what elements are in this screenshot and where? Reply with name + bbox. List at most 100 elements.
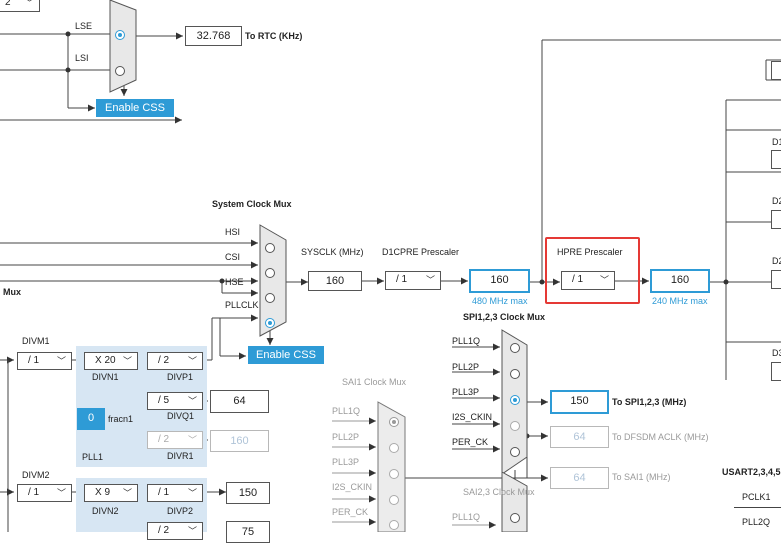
divn2-label: DIVN2 <box>92 506 119 516</box>
rtc-mux-radio-lsi[interactable] <box>115 66 125 76</box>
spi-output-value[interactable]: 150 <box>550 390 609 414</box>
divr1-value: / 2 <box>158 434 170 445</box>
divr1-output-value[interactable]: 160 <box>210 430 269 452</box>
sai1-input-per-ck: PER_CK <box>332 507 369 517</box>
divp2-value: / 1 <box>158 487 170 498</box>
usart-title: USART2,3,4,5 <box>722 467 781 477</box>
sysmux-input-hse: HSE <box>225 277 244 287</box>
sai23-input-pll1q: PLL1Q <box>452 512 481 522</box>
d1cpre-prescaler-select[interactable]: / 1 ﹀ <box>385 271 441 290</box>
rtc-frequency-value[interactable]: 32.768 <box>185 26 242 46</box>
divr1-label: DIVR1 <box>167 451 194 461</box>
chevron-down-icon: ﹀ <box>187 435 197 445</box>
chevron-down-icon: ﹀ <box>122 356 132 366</box>
d1cpre-max-label: 480 MHz max <box>472 296 528 306</box>
chevron-down-icon: ﹀ <box>187 396 197 406</box>
rtc-mux-radio-lse[interactable] <box>115 30 125 40</box>
chevron-down-icon: ﹀ <box>24 0 34 8</box>
enable-css-lse-button[interactable]: Enable CSS <box>96 99 174 117</box>
hpre-value: / 1 <box>572 274 584 285</box>
chevron-down-icon: ﹀ <box>56 356 66 366</box>
sai1-input-pll3p: PLL3P <box>332 457 360 467</box>
divp1-label: DIVP1 <box>167 372 194 382</box>
spi-output-label: To SPI1,2,3 (MHz) <box>612 397 687 407</box>
lse-label: LSE <box>75 21 93 31</box>
sai1-mux-title: SAI1 Clock Mux <box>342 377 407 387</box>
divn2-select[interactable]: X 9 ﹀ <box>84 484 138 502</box>
spi-input-i2s-ckin: I2S_CKIN <box>452 412 493 422</box>
divq1-value: / 5 <box>158 395 170 406</box>
usart-input-pclk1: PCLK1 <box>742 492 771 502</box>
sysmux-radio-csi[interactable] <box>265 268 275 278</box>
sai1-radio-i2s-ckin[interactable] <box>389 495 399 505</box>
hpre-prescaler-select[interactable]: / 1 ﹀ <box>561 271 615 290</box>
usart-divider <box>734 507 781 508</box>
fracn1-label: fracn1 <box>108 414 134 424</box>
lsi-label: LSI <box>75 53 89 63</box>
divq1-output-value[interactable]: 64 <box>210 390 269 413</box>
right-partial-box-5[interactable] <box>771 362 781 381</box>
sai1-input-pll2p: PLL2P <box>332 432 360 442</box>
divr1-select[interactable]: / 2 ﹀ <box>147 431 203 449</box>
divn1-value: X 20 <box>95 355 116 366</box>
partial-prescaler-select[interactable]: 2 ﹀ <box>0 0 40 12</box>
sai1-radio-pll2p[interactable] <box>389 443 399 453</box>
enable-css-hse-button[interactable]: Enable CSS <box>248 346 324 364</box>
spi-input-pll2p: PLL2P <box>452 362 480 372</box>
d1cpre-value: / 1 <box>396 274 408 285</box>
d1cpre-label: D1CPRE Prescaler <box>382 247 460 257</box>
spi-radio-per-ck[interactable] <box>510 447 520 457</box>
divq2-output-value[interactable]: 75 <box>226 521 270 543</box>
right-partial-box-1[interactable] <box>771 61 781 80</box>
chevron-down-icon: ﹀ <box>599 275 609 285</box>
sai1-radio-pll3p[interactable] <box>389 469 399 479</box>
divp2-output-value[interactable]: 150 <box>226 482 270 504</box>
right-partial-box-3[interactable] <box>771 210 781 229</box>
sai23-radio-pll1q[interactable] <box>510 513 520 523</box>
sai1-output-label: To SAI1 (MHz) <box>612 472 671 482</box>
right-domain-label-2: D2 <box>772 196 781 206</box>
chevron-down-icon: ﹀ <box>425 275 435 285</box>
sysmux-radio-hsi[interactable] <box>265 243 275 253</box>
hpre-max-label: 240 MHz max <box>652 296 708 306</box>
divp2-select[interactable]: / 1 ﹀ <box>147 484 203 502</box>
divm2-select[interactable]: / 1 ﹀ <box>17 484 72 502</box>
spi-radio-pll2p[interactable] <box>510 369 520 379</box>
divq1-select[interactable]: / 5 ﹀ <box>147 392 203 410</box>
spi-radio-pll3p[interactable] <box>510 395 520 405</box>
divm2-value: / 1 <box>28 487 40 498</box>
spi-input-pll3p: PLL3P <box>452 387 480 397</box>
sysmux-radio-pllclk[interactable] <box>265 318 275 328</box>
sysmux-input-csi: CSI <box>225 252 241 262</box>
spi-radio-pll1q[interactable] <box>510 343 520 353</box>
right-partial-box-2[interactable] <box>771 150 781 169</box>
hpre-highlight-frame <box>545 237 640 304</box>
fracn1-value[interactable]: 0 <box>77 408 105 430</box>
chevron-down-icon: ﹀ <box>56 488 66 498</box>
divq1-label: DIVQ1 <box>167 411 195 421</box>
spi-radio-i2s-ckin[interactable] <box>510 421 520 431</box>
mux-partial-label: Mux <box>3 287 21 297</box>
chevron-down-icon: ﹀ <box>187 356 197 366</box>
divm1-value: / 1 <box>28 355 40 366</box>
right-partial-box-4[interactable] <box>771 270 781 289</box>
spi-input-per-ck: PER_CK <box>452 437 489 447</box>
divm1-select[interactable]: / 1 ﹀ <box>17 352 72 370</box>
d1cpre-output-value[interactable]: 160 <box>469 269 530 293</box>
divp1-select[interactable]: / 2 ﹀ <box>147 352 203 370</box>
sai1-input-i2s-ckin: I2S_CKIN <box>332 482 373 492</box>
chevron-down-icon: ﹀ <box>187 526 197 536</box>
dfsdm-output-value[interactable]: 64 <box>550 426 609 448</box>
spi-input-pll1q: PLL1Q <box>452 336 481 346</box>
sai1-radio-per-ck[interactable] <box>389 520 399 530</box>
sysmux-input-pllclk: PLLCLK <box>225 300 259 310</box>
sai1-output-value[interactable]: 64 <box>550 467 609 489</box>
divn1-select[interactable]: X 20 ﹀ <box>84 352 138 370</box>
divn1-label: DIVN1 <box>92 372 119 382</box>
sai1-radio-pll1q[interactable] <box>389 417 399 427</box>
sysclk-value[interactable]: 160 <box>308 271 362 291</box>
sysmux-radio-hse[interactable] <box>265 293 275 303</box>
hpre-output-value[interactable]: 160 <box>650 269 710 293</box>
partial-select-value: 2 <box>5 0 11 8</box>
divq2-select[interactable]: / 2 ﹀ <box>147 522 203 540</box>
